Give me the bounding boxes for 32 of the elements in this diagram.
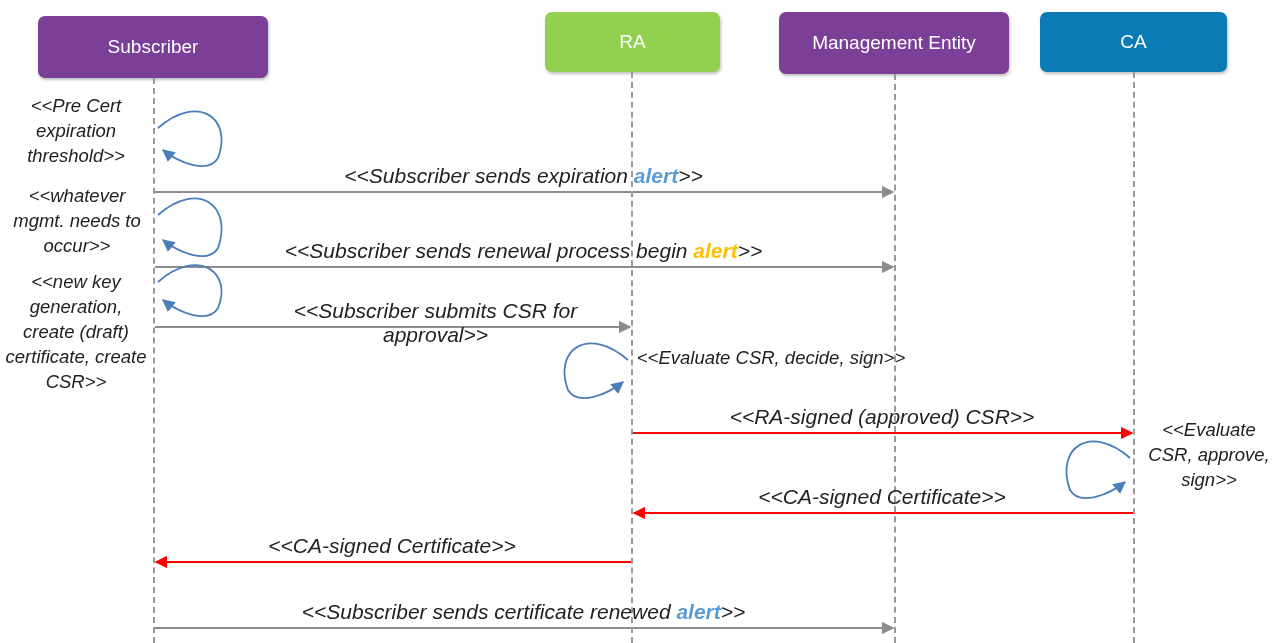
lifeline [894, 74, 896, 643]
edge-label: <<RA-signed (approved) CSR>> [728, 405, 1036, 430]
lifeline [631, 72, 633, 643]
edge-label: <<Subscriber sends certificate renewed alert>> [300, 600, 747, 625]
self-message-arrow [157, 264, 223, 318]
lifeline [153, 78, 155, 643]
edge-label: <<CA-signed Certificate>> [757, 485, 1007, 510]
participant-box: Subscriber [38, 16, 268, 78]
participant-box: CA [1040, 12, 1227, 72]
self-message-arrow [157, 110, 223, 168]
participant-box: RA [545, 12, 720, 72]
self-message-arrow [157, 197, 223, 258]
self-message-arrow [563, 342, 629, 400]
edge-label: <<Subscriber sends expiration alert>> [343, 164, 704, 189]
edge-label: <<Subscriber sends renewal process begin alert>> [283, 239, 764, 264]
participant-box: Management Entity [779, 12, 1009, 74]
message-arrow [154, 260, 895, 274]
note-text: <<Pre Cert expiration threshold>> [26, 94, 126, 168]
edge-label: <<CA-signed Certificate>> [267, 534, 517, 559]
message-arrow [154, 555, 632, 569]
note-text: <<whatever mgmt. needs to occur>> [12, 184, 142, 258]
message-arrow [154, 621, 895, 635]
note-text: <<Evaluate CSR, approve, sign>> [1147, 418, 1271, 492]
message-arrow [154, 185, 895, 199]
self-message-arrow [1065, 440, 1131, 500]
message-arrow [632, 426, 1134, 440]
message-arrow [632, 506, 1134, 520]
note-text: <<new key generation, create (draft) certificate, create CSR>> [4, 270, 148, 394]
message-arrow [154, 320, 632, 334]
note-text: <<Evaluate CSR, decide, sign>> [636, 346, 906, 370]
lifeline [1133, 72, 1135, 643]
edge-label: <<Subscriber submits CSR for approval>> [292, 299, 579, 348]
